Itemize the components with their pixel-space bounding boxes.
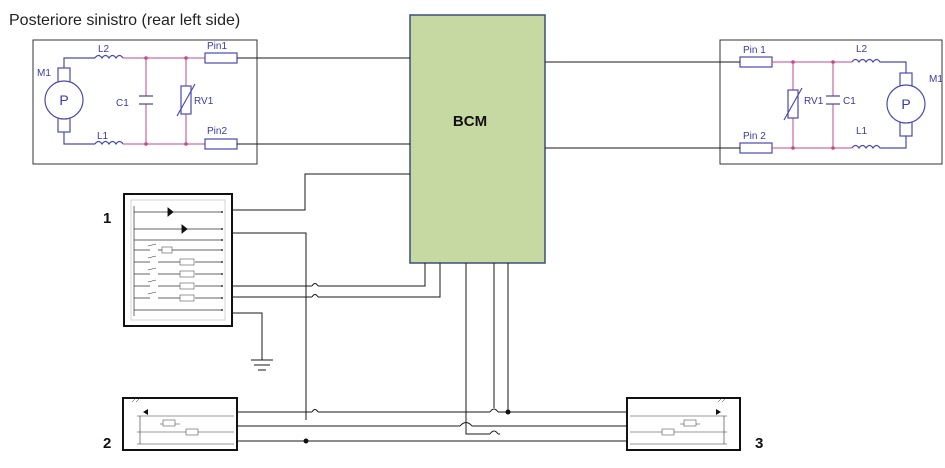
switch-1-label: 1 xyxy=(103,210,111,227)
motor-wires xyxy=(237,57,740,149)
diagram-title: Posteriore sinistro (rear left side) xyxy=(9,12,240,29)
panel-1-wires xyxy=(232,173,441,420)
pin2-connector xyxy=(204,138,238,150)
motor-symbol: P xyxy=(59,92,68,108)
inductor-top-label: L2 xyxy=(98,44,110,55)
varistor-icon xyxy=(783,87,803,121)
right-motor-assembly: Pin 1 Pin 2 RV1 C1 L2 L1 P M1 xyxy=(719,39,943,165)
inductor-l2-icon xyxy=(851,58,907,73)
pin2-connector xyxy=(739,142,773,154)
pin1-connector xyxy=(739,56,773,68)
bus-wires xyxy=(237,263,627,444)
capacitor-icon xyxy=(139,95,153,105)
left-motor-assembly: P M1 L2 L1 C1 RV1 Pin1 Pin2 xyxy=(32,39,258,165)
pin-bottom-label: Pin 2 xyxy=(743,131,766,142)
pin-top-label: Pin 1 xyxy=(743,45,766,56)
switch-3-label: 3 xyxy=(755,435,763,452)
varistor-label: RV1 xyxy=(194,96,214,107)
motor-label: M1 xyxy=(929,74,943,85)
dc-motor-icon: P xyxy=(886,72,926,137)
capacitor-label: C1 xyxy=(843,96,856,107)
inductor-bottom-label: L1 xyxy=(97,131,109,142)
switch-2-label: 2 xyxy=(103,435,111,452)
switch-panel-3 xyxy=(626,397,741,451)
inductor-l2-icon xyxy=(94,54,124,60)
switch-panel-1 xyxy=(123,193,233,327)
capacitor-label: C1 xyxy=(116,98,129,109)
inductor-l1-icon xyxy=(94,140,124,146)
pin-top-label: Pin1 xyxy=(207,41,227,52)
ground-icon xyxy=(251,359,273,371)
varistor-label: RV1 xyxy=(804,96,824,107)
motor-symbol: P xyxy=(901,96,910,112)
motor-label: M1 xyxy=(37,68,51,79)
pin1-connector xyxy=(204,52,238,64)
inductor-top-label: L2 xyxy=(856,44,868,55)
inductor-l1-icon xyxy=(851,136,907,150)
switch-panel-2 xyxy=(122,397,238,451)
inductor-bottom-label: L1 xyxy=(856,126,868,137)
capacitor-icon xyxy=(826,95,840,105)
bcm-label: BCM xyxy=(453,113,487,130)
dc-motor-icon: P xyxy=(44,67,84,133)
bcm-module: BCM xyxy=(409,14,546,264)
varistor-icon xyxy=(176,83,196,117)
pin-bottom-label: Pin2 xyxy=(207,126,227,137)
